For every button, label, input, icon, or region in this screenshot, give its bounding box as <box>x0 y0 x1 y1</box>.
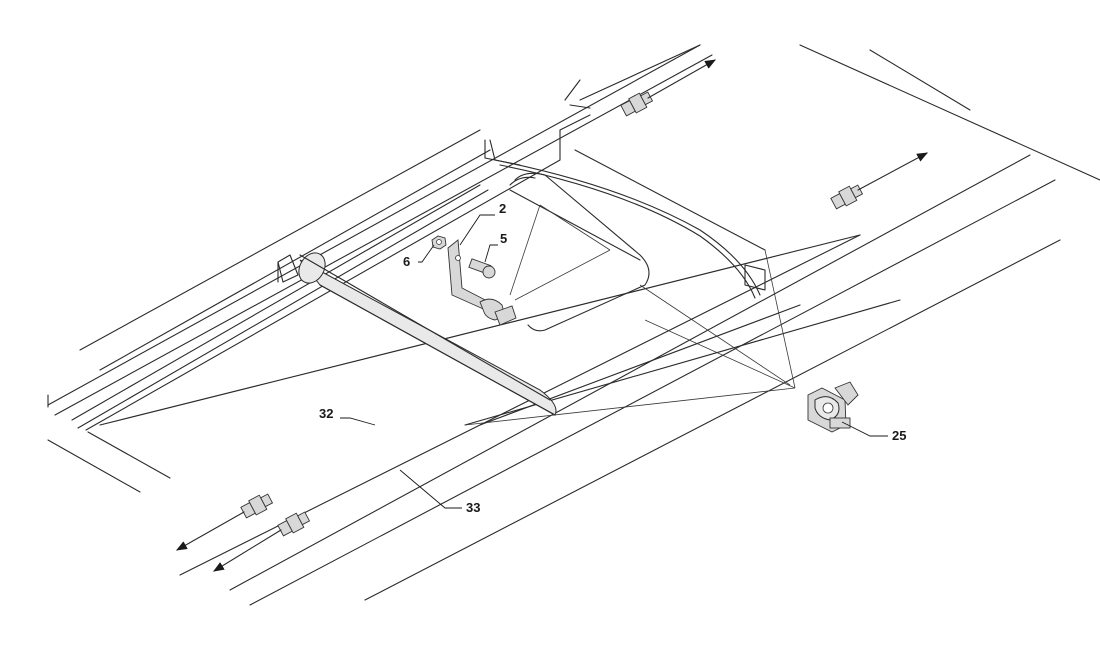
bracket <box>447 239 517 326</box>
bolt <box>468 258 496 279</box>
hex-nut <box>431 235 447 250</box>
callout-32: 32 <box>319 406 333 421</box>
hose-lines <box>494 149 766 299</box>
callout-25: 25 <box>892 428 906 443</box>
callout-6: 6 <box>403 254 410 269</box>
direction-arrows <box>176 59 928 572</box>
callout-leaders <box>340 214 888 509</box>
callout-labels: 2 5 6 25 32 33 <box>319 201 906 515</box>
frame-rails <box>47 44 1100 606</box>
callout-33: 33 <box>466 500 480 515</box>
cross-member <box>484 139 650 332</box>
cross-tube <box>277 252 557 416</box>
clip-reference-lines <box>464 204 796 426</box>
callout-2: 2 <box>499 201 506 216</box>
fittings <box>240 91 864 537</box>
callout-5: 5 <box>500 231 507 246</box>
hose-clip <box>807 381 859 433</box>
